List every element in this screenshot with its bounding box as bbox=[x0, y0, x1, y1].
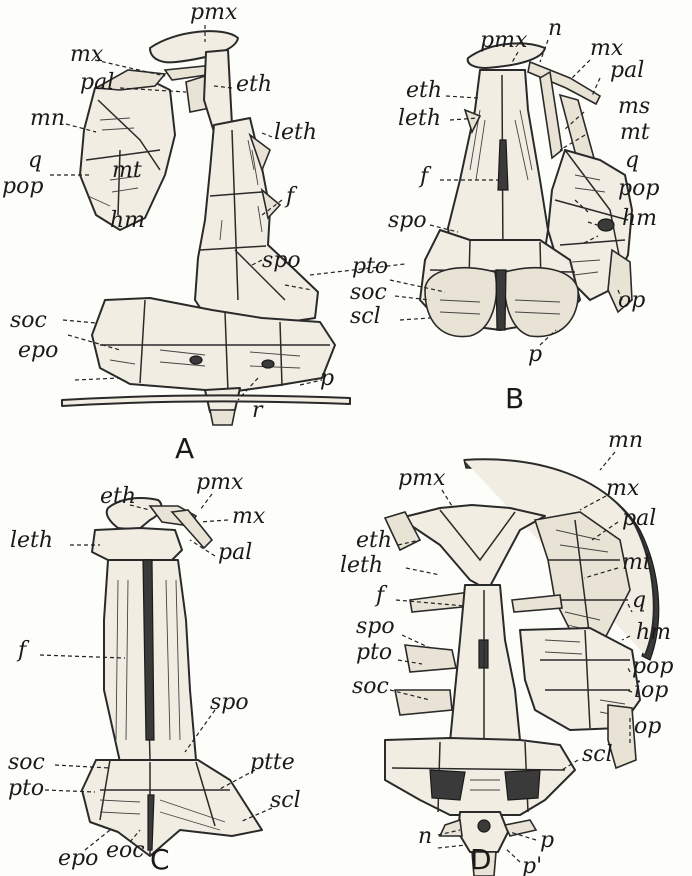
panel-letter-c: C bbox=[150, 846, 170, 874]
label-c-eth: eth bbox=[100, 486, 136, 508]
label-a-epo: epo bbox=[18, 340, 58, 362]
label-b-spo: spo bbox=[388, 210, 427, 232]
label-a-pmx: pmx bbox=[190, 2, 237, 24]
label-d-spo: spo bbox=[356, 616, 395, 638]
label-a-mx: mx bbox=[70, 44, 103, 66]
label-a-q: q bbox=[28, 150, 42, 172]
label-c-pto: pto bbox=[8, 778, 44, 800]
label-d-f: f bbox=[376, 585, 384, 607]
label-a-f: f bbox=[286, 186, 294, 208]
label-b-soc: soc bbox=[350, 282, 387, 304]
label-a-eth: eth bbox=[236, 74, 272, 96]
label-b-ms: ms bbox=[618, 96, 650, 118]
label-b-mx: mx bbox=[590, 38, 623, 60]
label-d-pal: pal bbox=[622, 508, 656, 530]
label-b-hm: hm bbox=[622, 208, 657, 230]
label-c-spo: spo bbox=[210, 692, 249, 714]
label-d-mt: mt bbox=[622, 552, 652, 574]
label-d-mx: mx bbox=[606, 478, 639, 500]
label-b-mt: mt bbox=[620, 122, 650, 144]
label-b-n: n bbox=[548, 18, 562, 40]
label-c-leth: leth bbox=[10, 530, 53, 552]
skull-drawing-b bbox=[420, 43, 632, 336]
label-b-leth: leth bbox=[398, 108, 441, 130]
label-d-n: n bbox=[418, 826, 432, 848]
label-d-pmx: pmx bbox=[398, 468, 445, 490]
label-b-eth: eth bbox=[406, 80, 442, 102]
label-a-leth: leth bbox=[274, 122, 317, 144]
label-d-p: p bbox=[540, 830, 554, 852]
label-b-p: p bbox=[528, 344, 542, 366]
label-a-mn: mn bbox=[30, 108, 65, 130]
label-a-p: p bbox=[320, 368, 334, 390]
label-d-mn: mn bbox=[608, 430, 643, 452]
label-a-mt: mt bbox=[112, 160, 142, 182]
label-b-q: q bbox=[625, 150, 639, 172]
label-d-iop: iop bbox=[634, 680, 668, 702]
label-b-scl: scl bbox=[350, 306, 381, 328]
label-c-ptte: ptte bbox=[250, 752, 295, 774]
panel-letter-b: B bbox=[505, 385, 524, 413]
label-c-f: f bbox=[18, 640, 26, 662]
label-a-r: r bbox=[252, 400, 263, 422]
label-d-scl: scl bbox=[582, 744, 613, 766]
panel-letter-a: A bbox=[175, 435, 194, 463]
label-c-mx: mx bbox=[232, 506, 265, 528]
label-b-pto: pto bbox=[352, 256, 388, 278]
label-a-pop: pop bbox=[2, 176, 43, 198]
label-b-pal: pal bbox=[610, 60, 644, 82]
label-b-pop: pop bbox=[618, 178, 659, 200]
label-a-soc: soc bbox=[10, 310, 47, 332]
label-d-eth: eth bbox=[356, 530, 392, 552]
label-a-pal: pal bbox=[80, 72, 114, 94]
label-d-pto: pto bbox=[356, 642, 392, 664]
label-d-p-prime: p' bbox=[522, 856, 542, 876]
label-c-epo: epo bbox=[58, 848, 98, 870]
label-a-spo: spo bbox=[262, 250, 301, 272]
label-d-hm: hm bbox=[636, 622, 671, 644]
label-d-leth: leth bbox=[340, 555, 383, 577]
label-d-op: op bbox=[634, 716, 661, 738]
label-b-pmx: pmx bbox=[480, 30, 527, 52]
label-d-q: q bbox=[632, 590, 646, 612]
label-c-eoc: eoc bbox=[106, 840, 145, 862]
label-a-hm: hm bbox=[110, 210, 145, 232]
label-d-pop: pop bbox=[632, 656, 673, 678]
label-b-f: f bbox=[420, 166, 428, 188]
label-b-op: op bbox=[618, 290, 645, 312]
label-c-soc: soc bbox=[8, 752, 45, 774]
label-d-soc: soc bbox=[352, 676, 389, 698]
label-c-pal: pal bbox=[218, 542, 252, 564]
label-c-scl: scl bbox=[270, 790, 301, 812]
panel-letter-d: D bbox=[470, 846, 492, 874]
label-c-pmx: pmx bbox=[196, 472, 243, 494]
